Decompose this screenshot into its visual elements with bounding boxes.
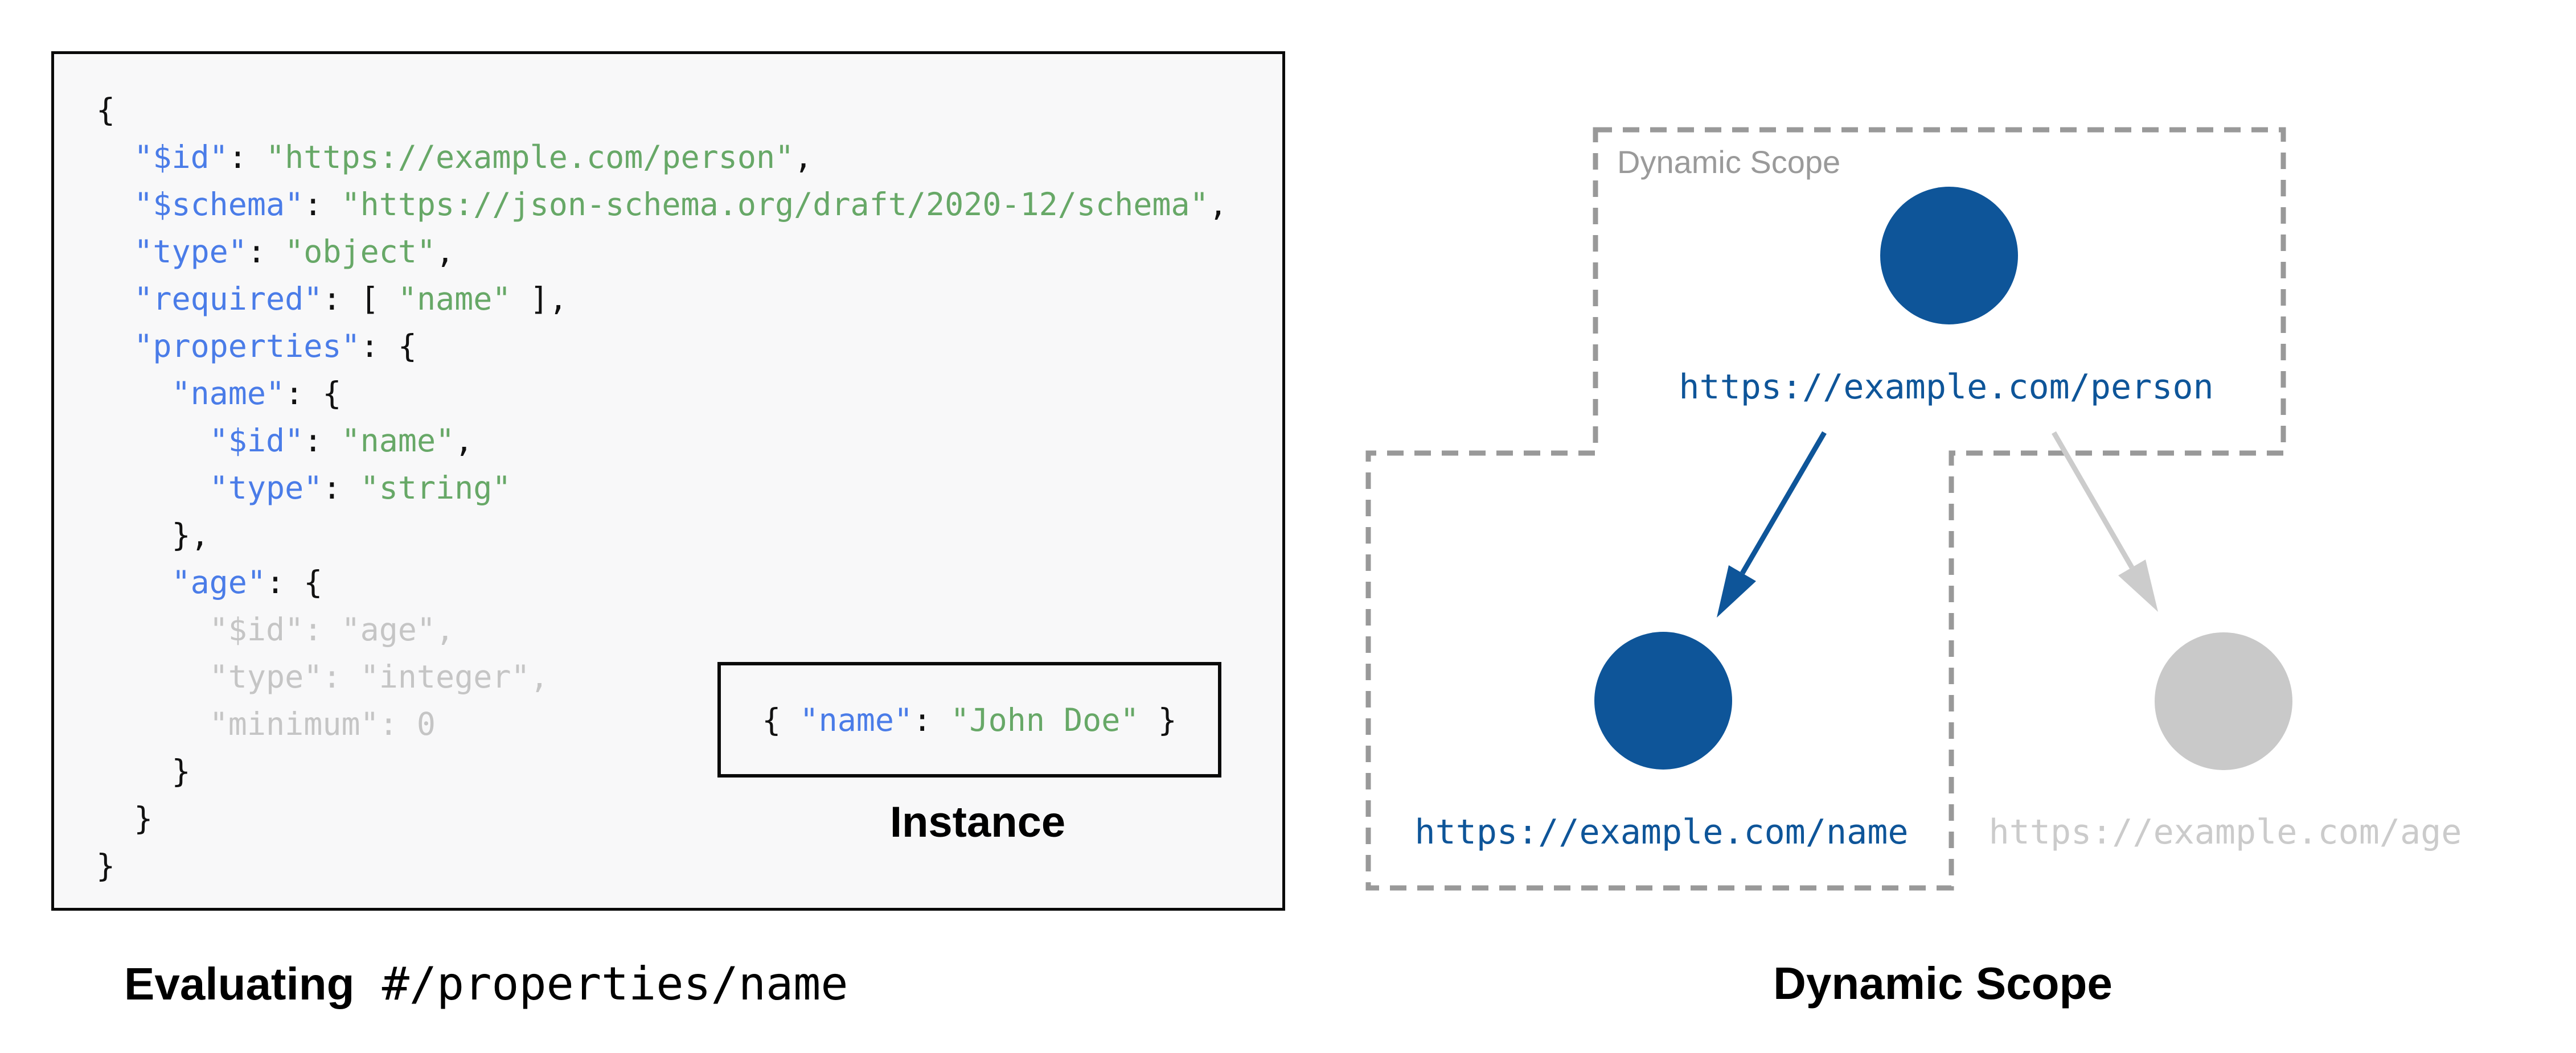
code-token: } bbox=[96, 800, 153, 837]
name-node-circle bbox=[1594, 632, 1732, 770]
code-token: : bbox=[247, 233, 285, 270]
code-line: } bbox=[96, 795, 1228, 842]
code-token: "$id" bbox=[209, 422, 304, 459]
code-line: "$id": "https://example.com/person", bbox=[96, 134, 1228, 181]
code-token: "John Doe" bbox=[950, 701, 1139, 738]
code-token: "type": "integer", bbox=[96, 659, 549, 695]
schema-panel: { "$id": "https://example.com/person", "… bbox=[51, 51, 1285, 911]
code-token: "$schema" bbox=[134, 186, 304, 223]
code-token: : [ bbox=[322, 281, 398, 317]
person-node-circle bbox=[1880, 187, 2018, 324]
scope-region-label: Dynamic Scope bbox=[1617, 144, 1840, 180]
code-line: "type": "object", bbox=[96, 228, 1228, 275]
code-token: "$id": "age", bbox=[96, 611, 455, 648]
arrow-person-to-name-head bbox=[1717, 565, 1756, 618]
code-token: "name" bbox=[341, 422, 455, 459]
evaluating-caption: Evaluating #/properties/name bbox=[124, 957, 848, 1010]
code-token: , bbox=[436, 233, 455, 270]
code-token: "type" bbox=[209, 470, 323, 506]
code-token: } bbox=[96, 848, 116, 884]
code-token: : bbox=[303, 422, 342, 459]
code-token: : bbox=[303, 186, 342, 223]
evaluating-caption-pointer: #/properties/name bbox=[354, 957, 848, 1010]
code-line: "properties": { bbox=[96, 323, 1228, 370]
evaluating-caption-bold: Evaluating bbox=[124, 959, 355, 1009]
code-token: , bbox=[1208, 186, 1228, 223]
code-token: } bbox=[96, 753, 191, 789]
code-token: : bbox=[228, 139, 266, 175]
code-line: "age": { bbox=[96, 559, 1228, 606]
arrow-person-to-name-shaft bbox=[1740, 431, 1827, 575]
age-node-circle bbox=[2155, 632, 2292, 770]
age-url-label: https://example.com/age bbox=[1989, 812, 2462, 852]
code-token: { bbox=[762, 701, 800, 738]
code-line: "type": "string" bbox=[96, 464, 1228, 512]
code-token: , bbox=[454, 422, 474, 459]
code-line: "$id": "age", bbox=[96, 606, 1228, 653]
code-token: "$id" bbox=[134, 139, 228, 175]
code-line: "minimum": 0 bbox=[96, 701, 1228, 748]
code-token: "type" bbox=[134, 233, 247, 270]
code-token: "object" bbox=[285, 233, 436, 270]
code-token: "minimum": 0 bbox=[96, 706, 436, 742]
code-token: : { bbox=[360, 328, 417, 364]
code-line: { bbox=[96, 87, 1228, 134]
code-token: "properties" bbox=[134, 328, 360, 364]
code-token: : bbox=[322, 470, 360, 506]
code-line: "$schema": "https://json-schema.org/draf… bbox=[96, 181, 1228, 228]
code-token: "name" bbox=[171, 375, 285, 412]
instance-label: Instance bbox=[889, 798, 1066, 846]
code-token: }, bbox=[96, 517, 210, 553]
person-url-label: https://example.com/person bbox=[1679, 367, 2213, 407]
code-line: } bbox=[96, 748, 1228, 795]
code-line: } bbox=[96, 842, 1228, 890]
code-token: "https://json-schema.org/draft/2020-12/s… bbox=[341, 186, 1209, 223]
code-line: "$id": "name", bbox=[96, 417, 1228, 464]
arrow-person-to-name bbox=[1717, 431, 1827, 618]
code-token: "name" bbox=[397, 281, 511, 317]
code-line: "required": [ "name" ], bbox=[96, 275, 1228, 323]
name-url-label: https://example.com/name bbox=[1415, 812, 1909, 852]
instance-code: { "name": "John Doe" } bbox=[762, 702, 1177, 738]
dynamic-scope-caption: Dynamic Scope bbox=[1773, 958, 2113, 1009]
code-token: "name" bbox=[799, 701, 913, 738]
code-token: "string" bbox=[360, 470, 511, 506]
code-token: } bbox=[1139, 701, 1177, 738]
code-token: "age" bbox=[171, 564, 266, 600]
code-token: "https://example.com/person" bbox=[266, 139, 794, 175]
code-token: : { bbox=[285, 375, 342, 412]
arrow-person-to-age-shaft bbox=[2052, 431, 2134, 569]
arrow-person-to-age bbox=[2052, 431, 2158, 612]
dynamic-scope-outline bbox=[1365, 127, 2286, 891]
code-line: "type": "integer", bbox=[96, 653, 1228, 701]
instance-box: { "name": "John Doe" } bbox=[717, 662, 1221, 778]
code-token: : bbox=[913, 701, 951, 738]
code-token: "required" bbox=[134, 281, 323, 317]
code-token: ], bbox=[511, 281, 568, 317]
code-token: , bbox=[794, 139, 813, 175]
code-token: { bbox=[96, 92, 116, 128]
code-line: "name": { bbox=[96, 370, 1228, 417]
code-line: }, bbox=[96, 512, 1228, 559]
arrow-person-to-age-head bbox=[2118, 560, 2158, 612]
code-token: : { bbox=[266, 564, 323, 600]
schema-code-block: { "$id": "https://example.com/person", "… bbox=[96, 87, 1228, 890]
